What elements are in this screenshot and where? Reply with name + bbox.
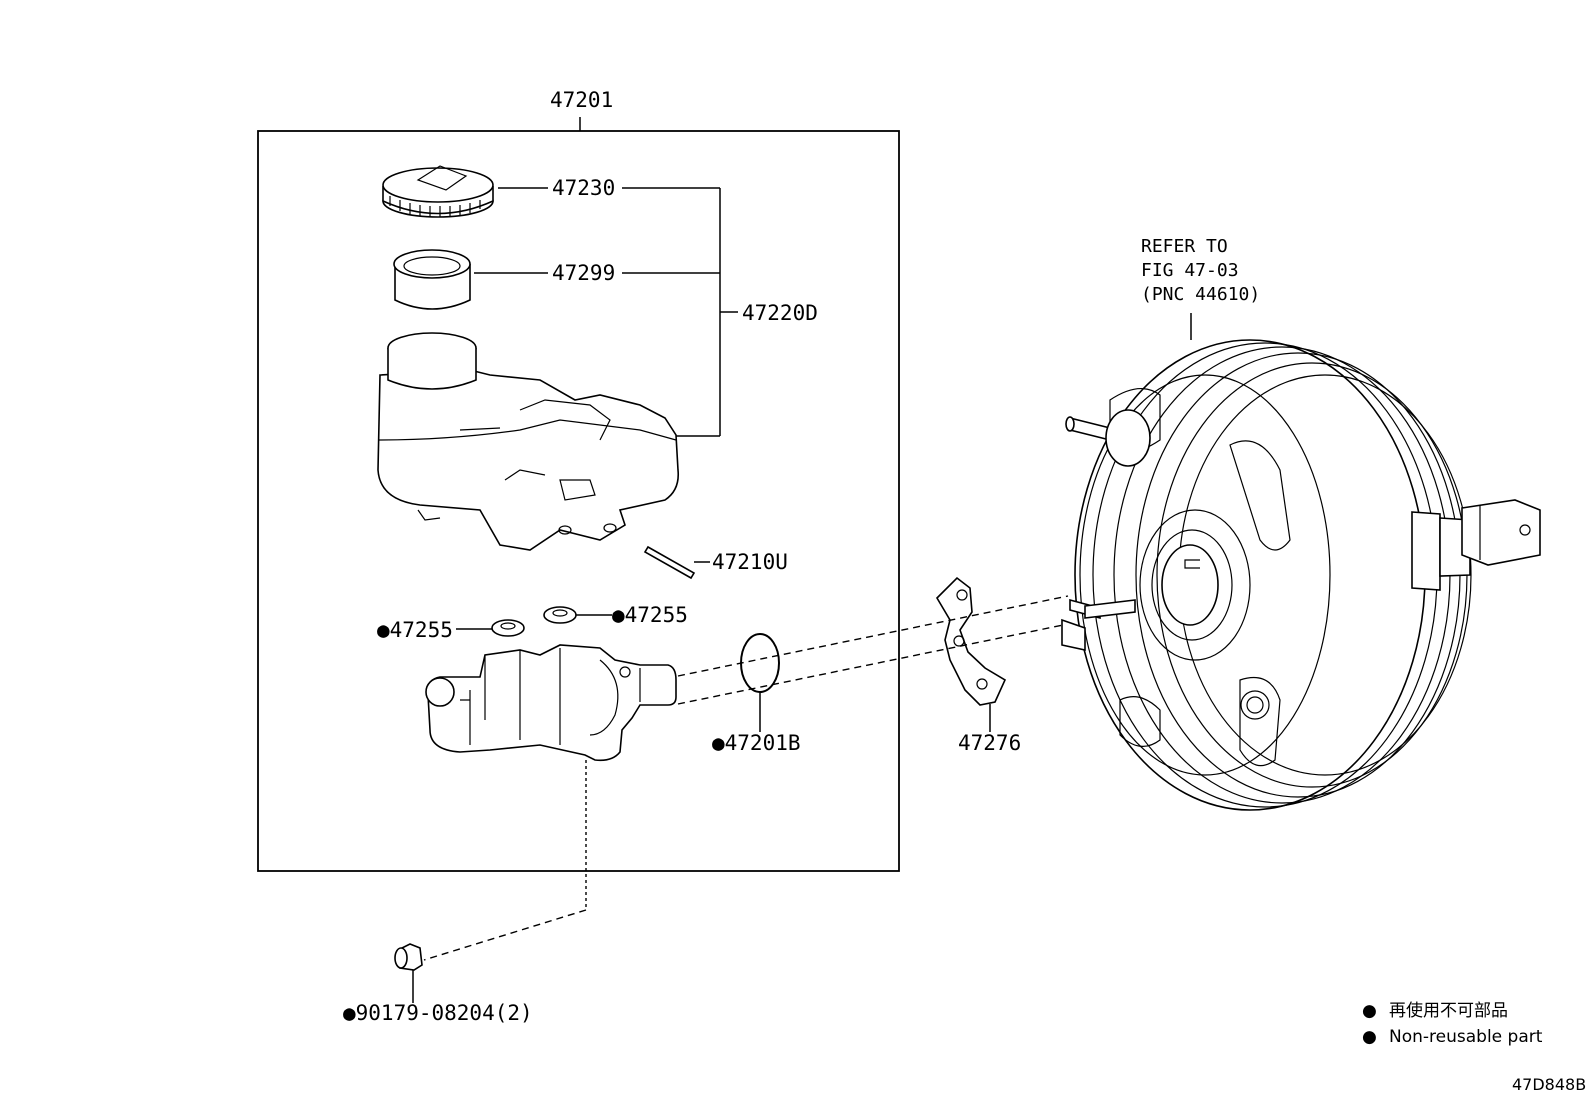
reservoir-cap-icon (382, 165, 494, 218)
brake-booster-icon (1061, 339, 1541, 811)
grommet-icon (491, 619, 525, 637)
part-label-47255-right: ●47255 (612, 603, 688, 627)
part-label-90179-08204: ●90179-08204(2) (343, 1001, 533, 1025)
reservoir-tank-icon (377, 332, 680, 551)
part-label-47299: 47299 (552, 261, 615, 285)
refer-note-line3: (PNC 44610) (1141, 284, 1260, 305)
part-label-47276: 47276 (958, 731, 1021, 755)
refer-note-line2: FIG 47-03 (1141, 260, 1239, 281)
part-label-47201B: ●47201B (712, 731, 801, 755)
refer-note-line1: REFER TO (1141, 236, 1228, 257)
part-label-47220D: 47220D (742, 301, 818, 325)
assembly-frame (257, 130, 900, 872)
legend-marker-en: ● (1362, 1027, 1377, 1047)
legend-marker-jp: ● (1362, 1001, 1377, 1021)
gasket-plate-icon (935, 576, 1007, 706)
diagram-code: 47D848B (1512, 1075, 1586, 1094)
part-label-47230: 47230 (552, 176, 615, 200)
part-label-47210U: 47210U (712, 550, 788, 574)
o-ring-icon (740, 633, 780, 693)
pin-icon (643, 545, 696, 580)
part-label-47255-left: ●47255 (377, 618, 453, 642)
grommet-icon-right (543, 606, 577, 624)
master-cylinder-icon (425, 644, 677, 762)
plug-icon (394, 943, 423, 971)
assembly-number-label: 47201 (550, 88, 613, 112)
strainer-icon (393, 249, 471, 310)
legend-japanese: 再使用不可部品 (1389, 1000, 1508, 1021)
legend-english: Non-reusable part (1389, 1027, 1543, 1047)
